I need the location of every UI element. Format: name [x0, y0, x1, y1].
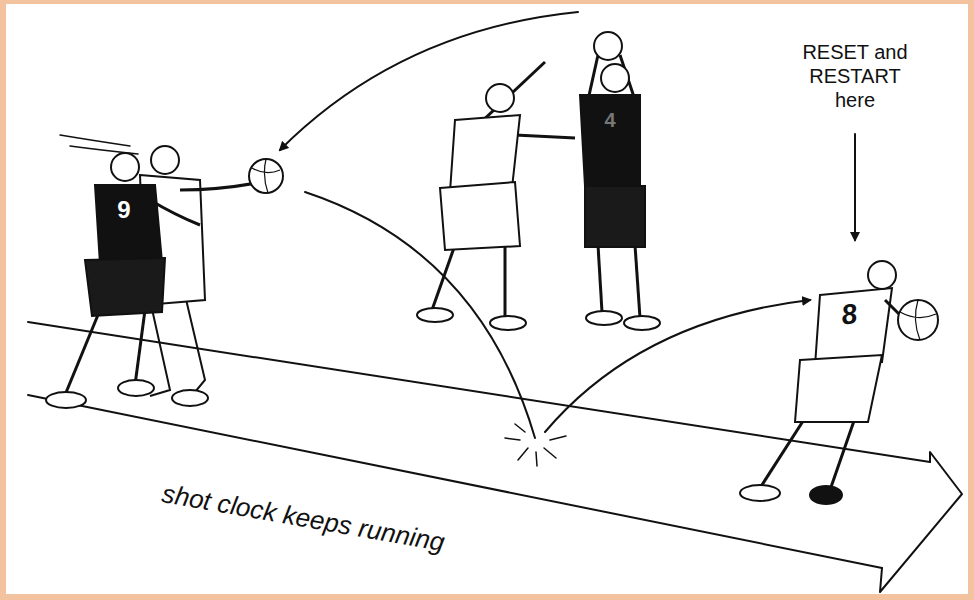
motion-line	[60, 135, 130, 146]
player-figure	[46, 153, 200, 408]
player-figure	[417, 62, 575, 330]
player-figure	[740, 261, 915, 504]
ball	[898, 300, 938, 340]
player-figure	[580, 55, 660, 330]
ball	[594, 32, 622, 60]
ball	[900, 300, 936, 340]
jersey-number: 8	[832, 296, 866, 333]
ball	[249, 159, 283, 193]
frame: RESET and RESTART here 9 4 8 shot clock keep…	[6, 4, 968, 594]
pass-arrow	[280, 12, 578, 150]
court-arrowhead	[880, 452, 962, 592]
ball-path	[545, 300, 810, 432]
court-line	[28, 395, 882, 568]
bounce-mark	[505, 424, 566, 466]
jersey-number: 4	[597, 108, 623, 132]
callout-text: RESET and RESTART here	[789, 40, 921, 112]
ball	[252, 159, 280, 193]
illustration	[6, 4, 968, 594]
court-caption: shot clock keeps running	[160, 478, 447, 558]
pointer-arrow	[854, 134, 856, 240]
jersey-number: 9	[109, 196, 139, 225]
